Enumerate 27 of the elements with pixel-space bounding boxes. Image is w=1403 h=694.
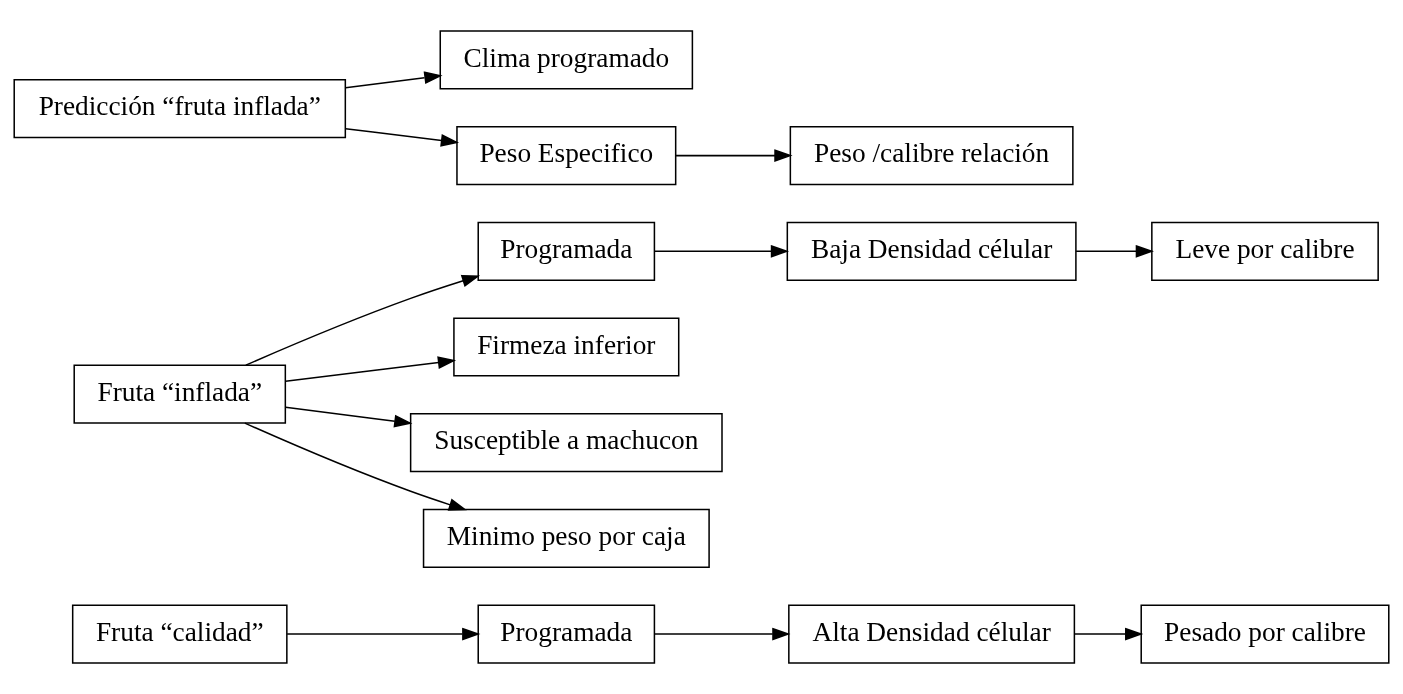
node-box: Programada — [477, 604, 656, 664]
node-box: Baja Densidad célular — [786, 221, 1077, 281]
arrow — [284, 356, 457, 383]
arrow — [245, 274, 481, 366]
arrow — [653, 244, 790, 258]
arrow — [653, 627, 791, 641]
arrow — [675, 149, 793, 162]
node-box: Alta Densidad célular — [788, 604, 1076, 664]
arrow — [1075, 244, 1154, 258]
node-box: Fruta “calidad” — [71, 604, 288, 664]
arrow — [344, 127, 460, 147]
node-box: Minimo peso por caja — [422, 508, 710, 568]
node-box: Peso Especifico — [456, 126, 677, 186]
node-box: Firmeza inferior — [453, 317, 680, 377]
arrow — [244, 422, 467, 511]
node-box: Fruta “inflada” — [73, 364, 287, 424]
node-box: Leve por calibre — [1151, 221, 1379, 281]
arrow — [286, 627, 481, 641]
node-box: Peso /calibre relación — [789, 126, 1074, 186]
arrow — [284, 406, 413, 428]
arrow — [1073, 627, 1144, 641]
arrow — [344, 71, 443, 89]
node-box: Clima programado — [439, 30, 694, 90]
node-box: Pesado por calibre — [1140, 604, 1390, 664]
node-box: Susceptible a machucon — [409, 413, 723, 473]
node-box: Programada — [477, 221, 656, 281]
node-box: Predicción “fruta inflada” — [13, 78, 347, 139]
